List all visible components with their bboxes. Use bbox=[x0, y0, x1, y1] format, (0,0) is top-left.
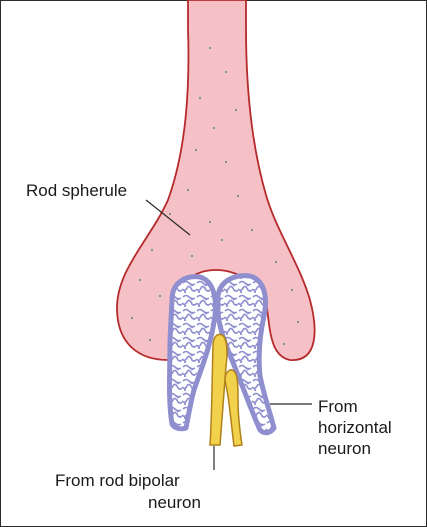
bipolar-dendrite-main bbox=[210, 334, 227, 445]
label-horizontal-line3: neuron bbox=[318, 439, 371, 458]
label-horizontal-line2: horizontal bbox=[318, 418, 392, 437]
label-rod-spherule: Rod spherule bbox=[26, 181, 127, 200]
horizontal-process-left bbox=[170, 277, 216, 429]
label-bipolar-line1: From rod bipolar bbox=[55, 471, 180, 490]
label-horizontal-line1: From bbox=[318, 397, 358, 416]
label-bipolar-line2: neuron bbox=[148, 493, 201, 512]
